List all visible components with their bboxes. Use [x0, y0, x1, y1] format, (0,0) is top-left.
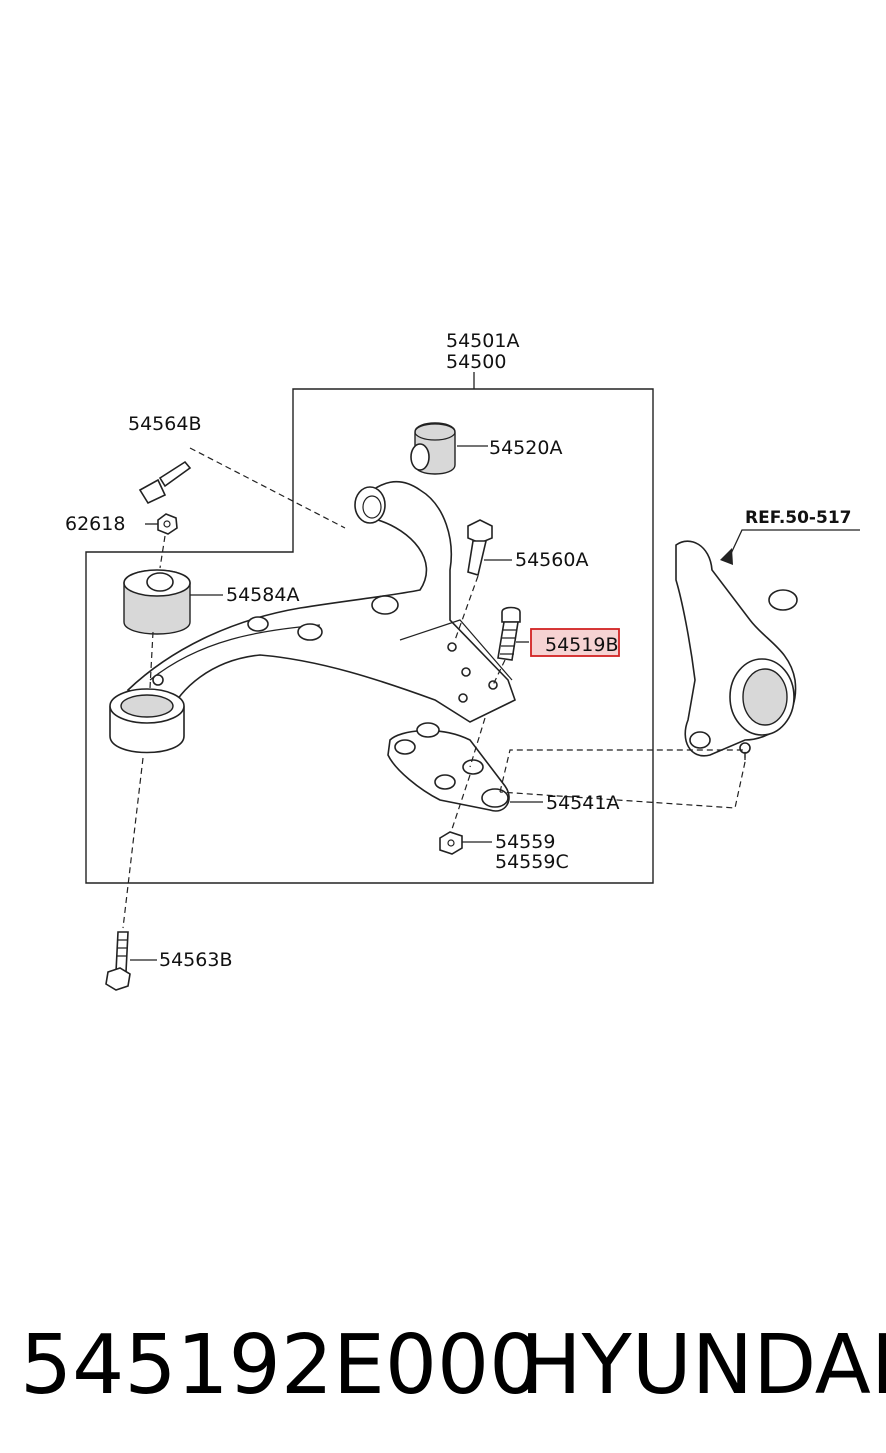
callout-54559C: 54559C	[495, 851, 569, 873]
rear-arm-bushing	[109, 688, 185, 754]
callout-62618: 62618	[65, 513, 125, 535]
callout-54519B: 54519B	[545, 634, 618, 656]
callout-54584A: 54584A	[226, 584, 299, 606]
stud-54519B	[497, 606, 521, 661]
bushing-54520A	[410, 422, 456, 475]
callout-54500: 54500	[446, 351, 506, 373]
bolt-54564B	[138, 460, 192, 505]
footer-brand: HYUNDAI	[520, 1318, 886, 1413]
ref-label: REF.50-517	[745, 508, 851, 528]
highlight-box	[530, 628, 620, 657]
bolt-54560A	[467, 519, 493, 577]
callout-54563B: 54563B	[159, 949, 232, 971]
callout-54560A: 54560A	[515, 549, 588, 571]
nut-54559	[439, 831, 463, 855]
connection-lines	[122, 447, 746, 929]
ball-joint-54541A	[387, 722, 510, 812]
ref-arrow-icon	[720, 548, 733, 565]
assembly-frame	[85, 388, 654, 884]
bolt-54563B	[105, 931, 131, 991]
steering-knuckle	[675, 540, 798, 760]
footer-part-number: 545192E000	[20, 1318, 541, 1413]
callout-54520A: 54520A	[489, 437, 562, 459]
callout-54501A: 54501A	[446, 330, 519, 352]
callout-54559: 54559	[495, 831, 555, 853]
callout-54564B: 54564B	[128, 413, 201, 435]
lower-control-arm	[126, 481, 516, 723]
nut-62618	[157, 513, 178, 535]
leader-lines	[130, 445, 860, 961]
front-arm-bushing	[354, 486, 386, 524]
callout-54541A: 54541A	[546, 792, 619, 814]
bushing-54584A	[123, 569, 191, 635]
